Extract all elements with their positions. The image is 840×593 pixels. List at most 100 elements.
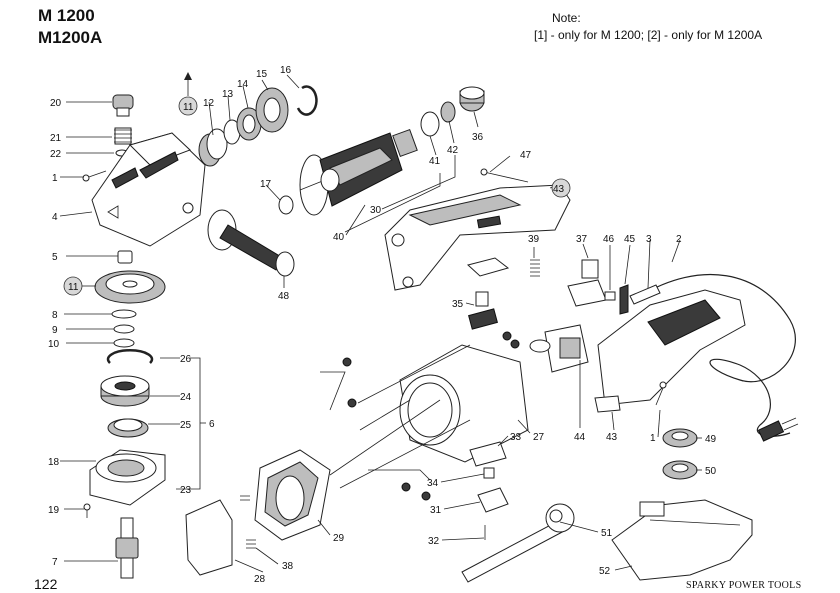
callout: 25 [180,420,192,431]
callout: 16 [280,65,292,76]
callout: 28 [254,574,266,585]
callout: 22 [50,149,62,160]
part-brush-spring [530,259,540,277]
callout: 4 [52,212,58,223]
part-flange-nut-50 [662,460,698,480]
part-housing-screw [480,168,529,183]
callout: 36 [472,132,484,143]
callout: 7 [52,557,58,568]
brand-footer: SPARKY POWER TOOLS [686,580,802,591]
callout: 15 [256,69,268,80]
callout: 32 [428,536,440,547]
callout: 27 [533,432,545,443]
note-title: Note: [552,11,581,25]
callout: 49 [705,434,717,445]
part-bearing-14-bore [242,114,256,134]
part-carbon-brush [483,467,495,479]
part-washer-10 [113,338,135,348]
part-screw-lower [655,381,667,406]
part-stator-housing [399,344,529,463]
page-number: 122 [34,576,58,592]
callout: 42 [447,145,459,156]
part-brush-holder-33 [469,441,507,467]
callout: 17 [260,179,272,190]
callout: 23 [180,485,192,496]
wire-lead-a [320,371,346,411]
callout: 33 [510,432,522,443]
callout: 31 [430,505,442,516]
callout: 21 [50,133,62,144]
part-bevel-gear-large [94,270,166,304]
note-text: [1] - only for M 1200; [2] - only for M … [534,28,763,42]
part-armature [299,128,418,216]
part-pinion [198,128,228,167]
callout-labels: 20 21 22 1 4 5 11 8 9 10 26 24 25 6 23 1… [48,65,717,585]
part-power-cable [639,273,799,442]
callout: 12 [203,98,215,109]
wire-markers [342,331,520,501]
part-bushing [117,250,133,264]
model-title-2: M1200A [38,28,103,47]
part-washer-9 [113,324,135,334]
callout: 35 [452,299,464,310]
callout: 44 [574,432,586,443]
part-gear-housing [91,132,206,247]
part-brush-plate-31 [477,487,509,513]
callout: 39 [528,234,540,245]
callout: 1 [52,173,58,184]
part-spring [114,127,132,145]
callout: 51 [601,528,613,539]
callout: 13 [222,89,234,100]
callout: 6 [209,419,215,430]
callout: 43 [553,184,565,195]
callout: 8 [52,310,58,321]
callout: 3 [646,234,652,245]
callout: 43 [606,432,618,443]
part-flange-nut-49 [662,428,698,448]
part-wheel-guard [611,499,753,581]
part-spindle-lock-button [112,94,134,117]
part-flange-screw [83,503,91,518]
part-bearing-15-bore [263,97,281,123]
callout: 30 [370,205,382,216]
callout: 40 [333,232,345,243]
part-screw [82,170,107,182]
part-side-handle [207,209,295,277]
part-seal [107,418,149,438]
callout: 19 [48,505,60,516]
part-motor-housing-upper [384,184,571,291]
callout: 52 [599,566,611,577]
part-ball-bearing [100,375,150,407]
callout: 18 [48,457,60,468]
callout: 34 [427,478,439,489]
part-cable-sleeve [629,284,661,305]
callout: 47 [520,150,532,161]
model-title-1: M 1200 [38,6,95,25]
part-washer-8 [111,309,137,319]
part-circlip-16 [296,85,318,116]
part-switch [529,259,607,373]
callout: 2 [676,234,682,245]
callout: 37 [576,234,588,245]
wire-lead-b [357,344,471,404]
wire-bundle [329,399,471,489]
callout: 11 [68,282,79,293]
part-spanner-wrench [461,503,575,583]
callout: 24 [180,392,192,403]
callout: 5 [52,252,58,263]
callout: 46 [603,234,615,245]
part-washer-41 [420,111,440,137]
callout: 14 [237,79,249,90]
part-screw-46 [604,291,616,301]
part-cable-clamp-45 [619,284,629,315]
part-field-coil [254,449,331,541]
part-retaining-ring [106,349,154,364]
part-brush-holder-plate [466,257,510,330]
part-spindle [115,517,139,579]
part-bearing-42 [440,101,456,123]
callout: 10 [48,339,60,350]
part-bearing-flange [89,449,166,506]
callout: 20 [50,98,62,109]
part-end-cover [185,499,233,576]
callout: 48 [278,291,290,302]
